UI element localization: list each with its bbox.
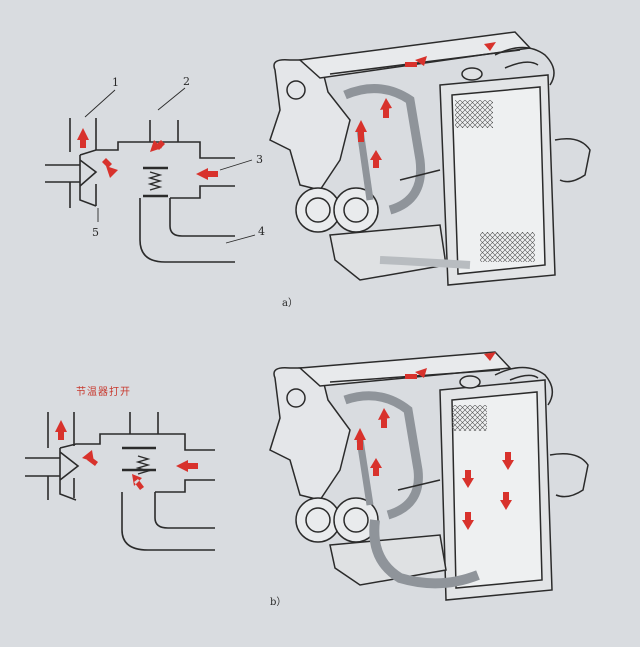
thermostat-schematic-open [25,412,215,551]
part-label-3: 3 [256,153,263,166]
part-label-2: 2 [183,75,190,88]
caption-a: a） [282,298,298,309]
flow-arrows-open [55,420,198,490]
part-label-1: 1 [112,76,119,89]
thermostat-schematic-closed [45,87,256,263]
thermostat-open-label: 节温器打开 [76,387,131,398]
flow-arrows-closed [77,128,218,180]
part-label-5: 5 [92,226,99,239]
engine-cooling-view-open [269,351,589,601]
flow-arrows-engine-closed [355,42,496,168]
part-label-4: 4 [258,225,265,238]
caption-b: b） [270,597,287,608]
engine-cooling-view-closed [269,31,591,286]
flow-arrows-engine-open [354,352,514,530]
